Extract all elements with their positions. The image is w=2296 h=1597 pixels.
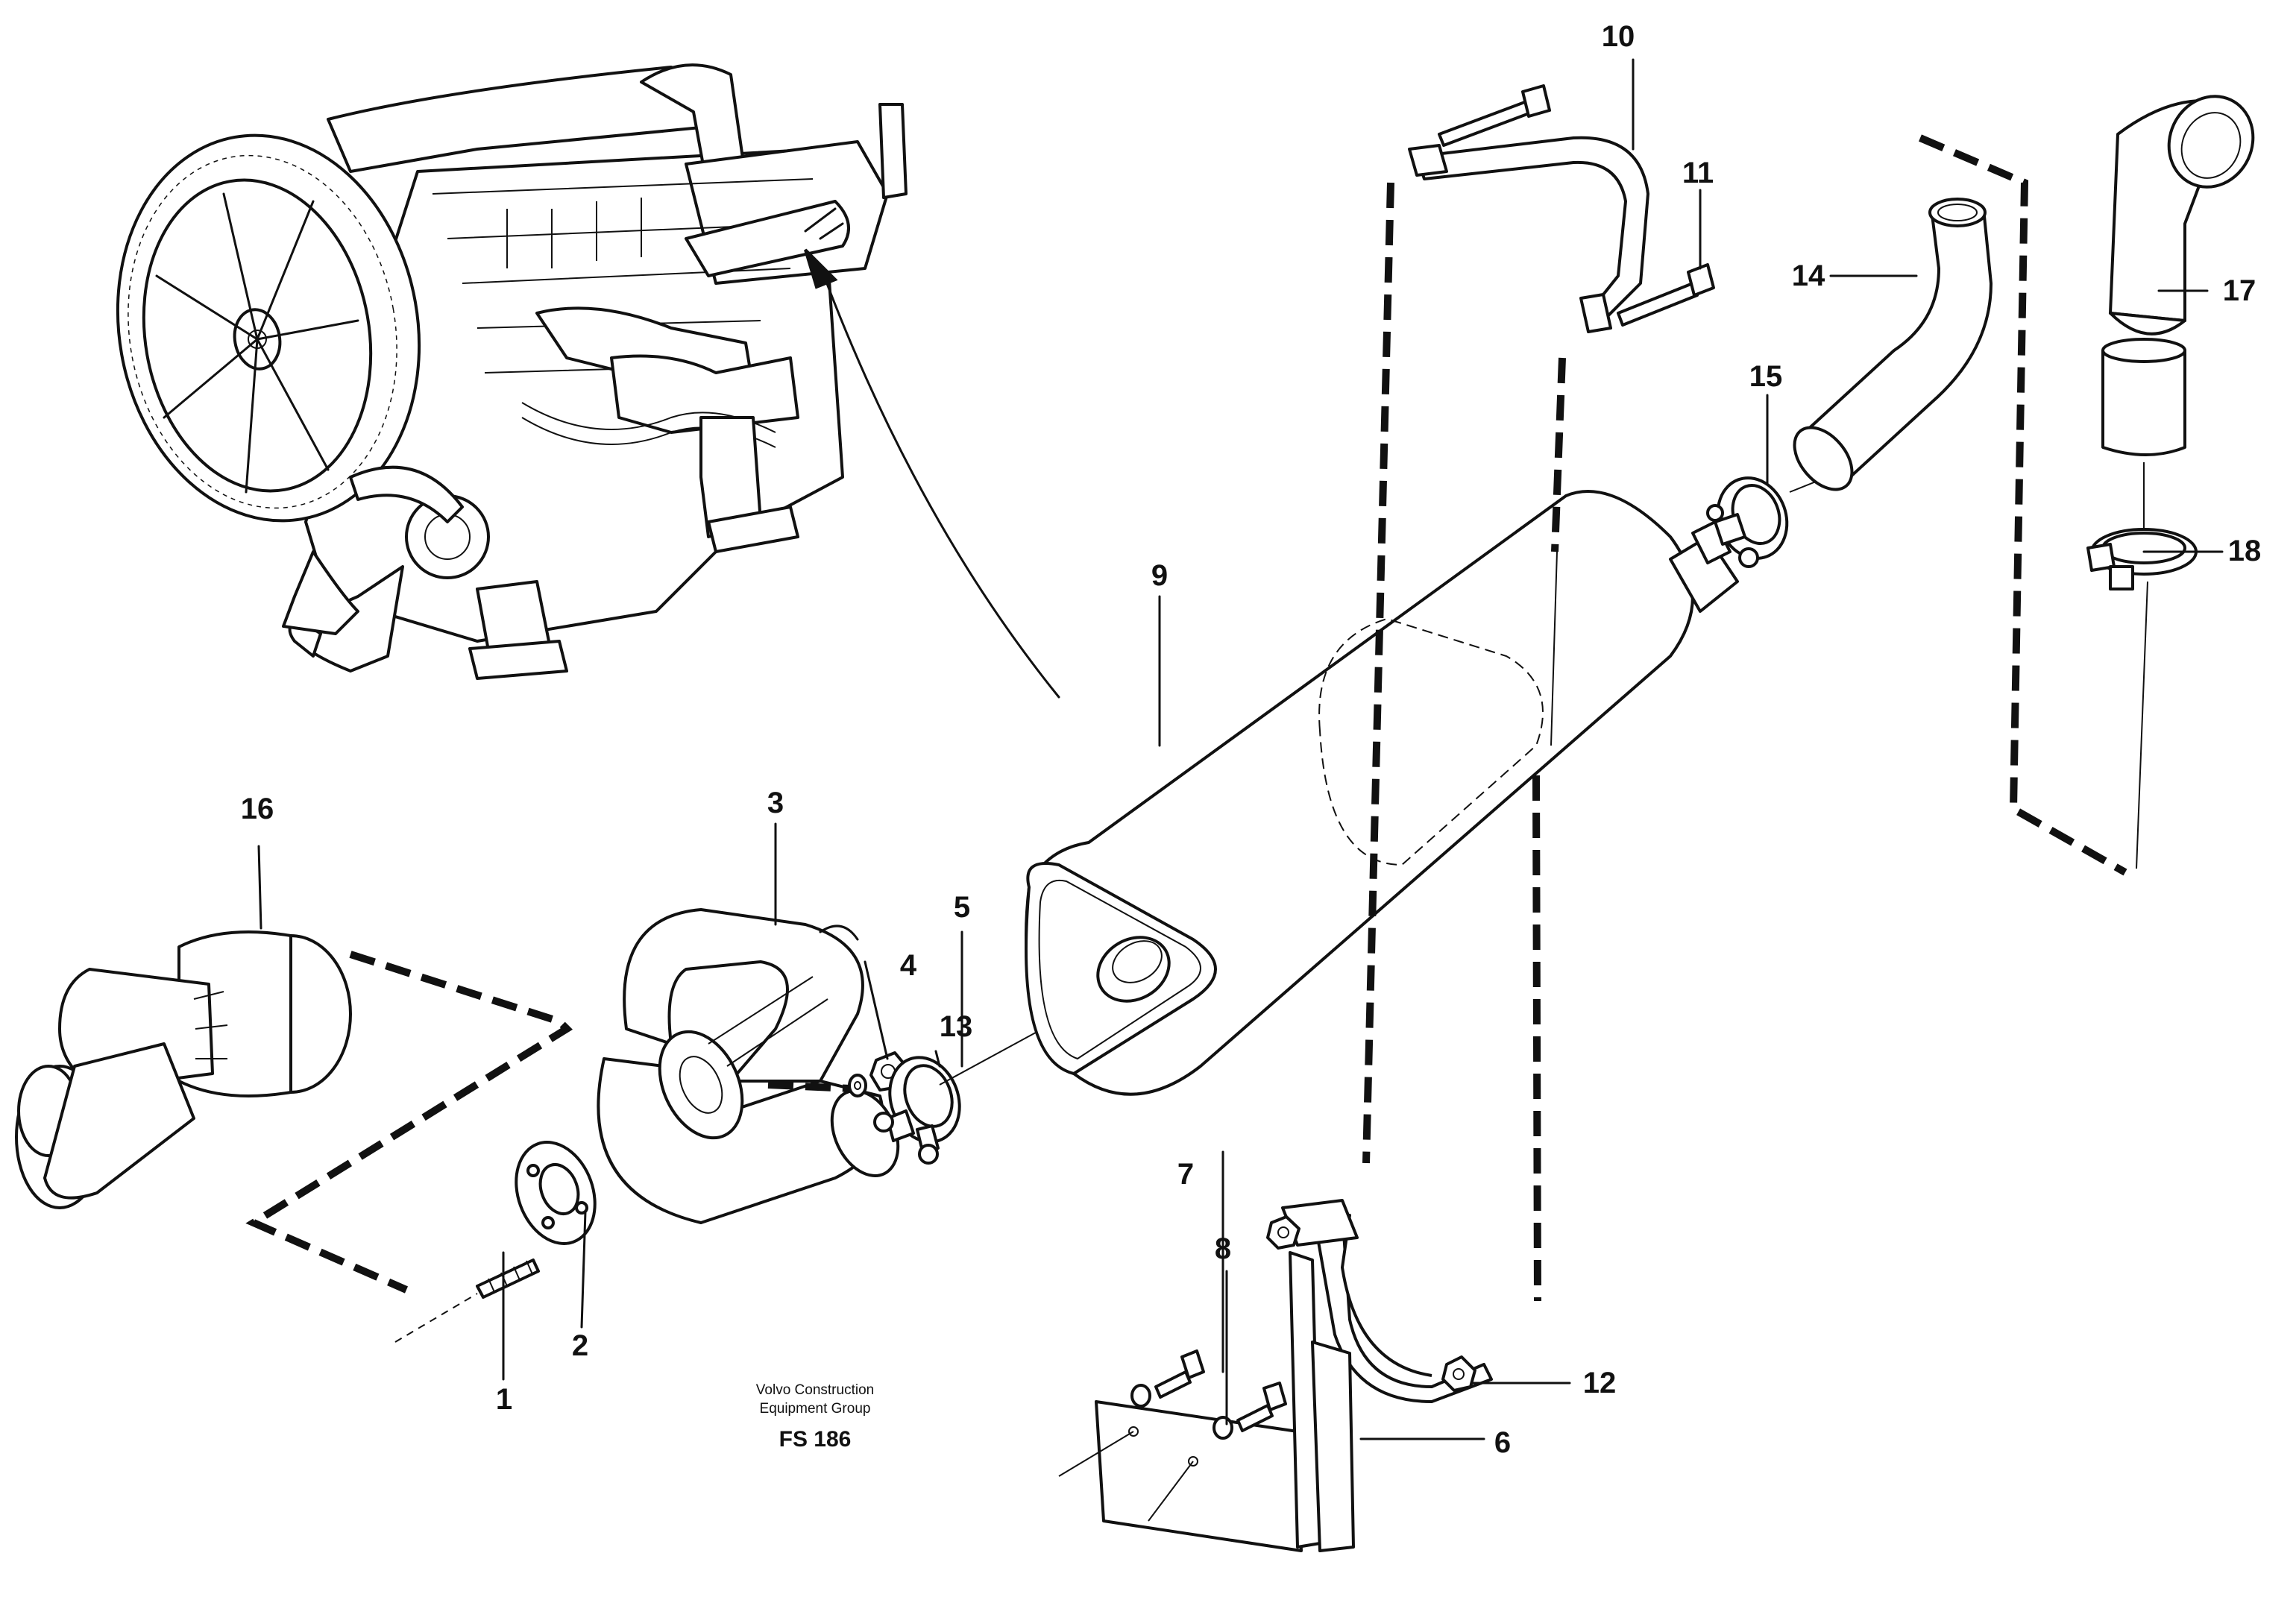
bolt-part-7: [1130, 1349, 1205, 1408]
muffler-part-9: [1025, 490, 1739, 1096]
label-part-8: 8: [1215, 1232, 1231, 1265]
label-part-15: 15: [1749, 360, 1783, 393]
callout-labels: 1 2 3 4 5 6 7 8 9 10 11 12 13 14 15 16 1…: [241, 20, 2262, 1459]
label-part-12: 12: [1583, 1367, 1617, 1399]
bolt-part-11: [1617, 263, 1715, 327]
elbow-pipe-part-14: [1793, 198, 1993, 491]
bracket-part-6: [1058, 1199, 1493, 1552]
strap-dash-line: [1362, 182, 1394, 1164]
label-part-3: 3: [767, 787, 784, 819]
label-part-6: 6: [1494, 1426, 1511, 1459]
bolt-part-8: [1213, 1382, 1287, 1440]
locator-arrow: [804, 248, 1060, 699]
clamp-part-15: [1706, 476, 1789, 568]
publisher-credit: Volvo Construction Equipment Group FS 18…: [756, 1382, 874, 1452]
label-part-13: 13: [940, 1010, 973, 1043]
label-part-7: 7: [1177, 1158, 1194, 1191]
stud-part-1: [394, 1259, 540, 1343]
label-part-17: 17: [2223, 274, 2256, 307]
flange-part-2: [515, 1141, 597, 1245]
pipe-dash-line: [767, 1081, 851, 1092]
turbo-dash-line: [245, 951, 573, 1294]
stack-dash-line: [1919, 134, 2127, 876]
label-part-16: 16: [241, 793, 274, 825]
figure-code: FS 186: [779, 1427, 852, 1452]
label-part-10: 10: [1602, 20, 1635, 53]
bolt-part-10-top: [1438, 84, 1551, 147]
washer-part-4: [848, 1074, 867, 1097]
nut-part-12: [1441, 1355, 1476, 1392]
clamp-part-18: [2086, 528, 2198, 869]
label-part-14: 14: [1792, 259, 1825, 292]
label-part-5: 5: [954, 891, 970, 924]
label-part-9: 9: [1151, 559, 1168, 592]
exhaust-pipe-part-3: [597, 908, 900, 1224]
label-part-4: 4: [900, 949, 917, 982]
label-part-11: 11: [1682, 157, 1714, 189]
muffler-dash-line: [1551, 357, 1566, 552]
label-part-2: 2: [572, 1329, 588, 1362]
credit-line-1: Volvo Construction: [756, 1382, 874, 1398]
label-part-18: 18: [2228, 535, 2262, 567]
credit-line-2: Equipment Group: [760, 1401, 871, 1417]
bracket-dash-line: [1532, 775, 1541, 1302]
turbocharger-part-16: [15, 930, 352, 1209]
muffler-center-line: [1550, 551, 1558, 746]
engine-illustration: [116, 63, 908, 680]
clamp-part-13: [873, 1056, 961, 1165]
leader-lines: [257, 58, 2224, 1440]
strap-part-10: [1408, 136, 1649, 333]
stack-pipe-part-17: [2101, 95, 2255, 537]
nut-bracket-top: [1266, 1215, 1300, 1250]
label-part-1: 1: [496, 1383, 512, 1416]
